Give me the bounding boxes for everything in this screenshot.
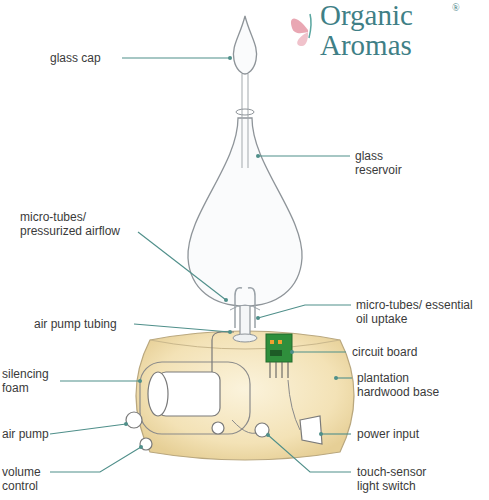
micro-tubes xyxy=(235,288,255,328)
leader-lines xyxy=(50,58,352,472)
reservoir-stem xyxy=(240,306,250,336)
part-label: micro-tubes/ pressurized airflow xyxy=(20,210,140,238)
stem-collar xyxy=(233,334,257,342)
volume-knob xyxy=(140,438,152,450)
cap-ring xyxy=(236,109,254,115)
hardwood-base xyxy=(136,331,354,460)
logo-mark: ® xyxy=(452,2,460,13)
circuit-board xyxy=(266,334,292,378)
part-label: touch-sensor light switch xyxy=(357,465,441,493)
glass-cap xyxy=(233,16,256,74)
glass-reservoir xyxy=(188,118,302,306)
part-label: plantation hardwood base xyxy=(357,371,449,399)
part-label: micro-tubes/ essential oil uptake xyxy=(356,298,474,326)
part-label: air pump tubing xyxy=(34,317,134,331)
cap-plug xyxy=(242,74,248,168)
part-label: air pump xyxy=(2,427,52,441)
part-label: volume control xyxy=(2,465,54,493)
touch-switch xyxy=(255,423,269,437)
logo-butterfly xyxy=(291,14,311,46)
air-pump xyxy=(126,372,224,434)
part-label: circuit board xyxy=(352,345,442,359)
logo-word: Organic xyxy=(320,0,413,30)
part-label: silencing foam xyxy=(2,367,62,395)
power-input xyxy=(300,416,322,444)
micro-tube-tip xyxy=(230,305,260,310)
pump-tubing xyxy=(212,332,234,372)
part-label: power input xyxy=(357,427,447,441)
part-label: glass reservoir xyxy=(355,149,425,177)
silencing-foam xyxy=(140,362,250,434)
leader-dots xyxy=(124,56,338,449)
logo-word: Aromas xyxy=(320,30,412,60)
part-label: glass cap xyxy=(50,51,120,65)
